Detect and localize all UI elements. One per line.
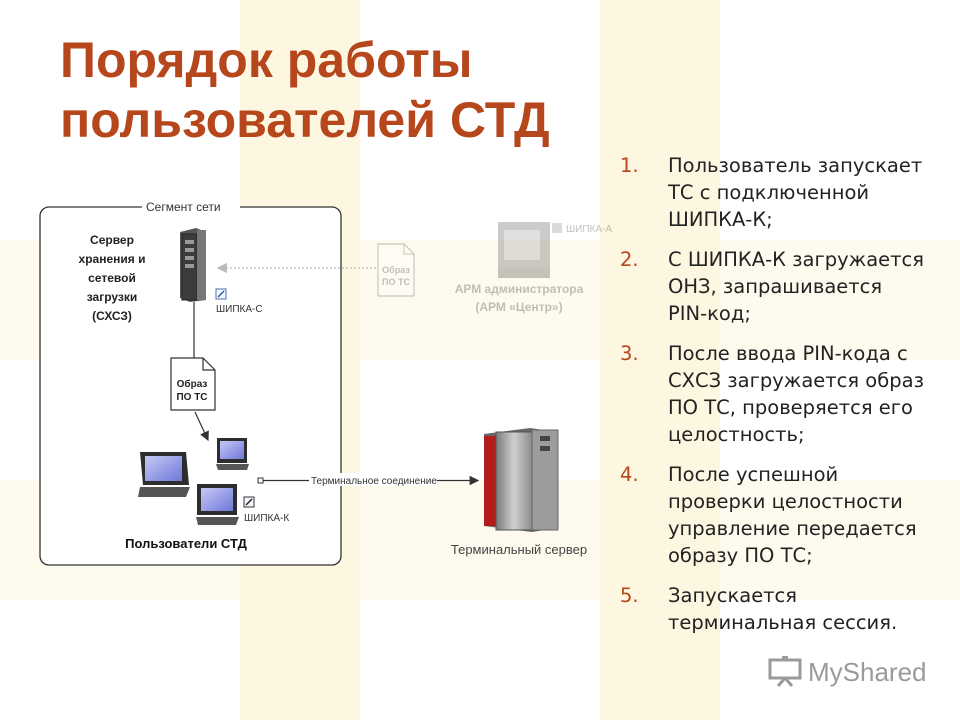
storage-server-icon [180,228,206,302]
terminal-connection-label: Терминальное соединение [311,476,437,487]
step-line: целостность; [668,423,805,446]
step-line: Пользователь запускает [668,154,923,177]
image-doc-line: Образ [177,378,208,390]
step-line: PIN-код; [668,302,751,325]
shipka-k-label: ШИПКА-К [244,513,289,524]
step-text: Запускается терминальная сессия. [668,582,950,636]
step-item: 2. С ШИПКА-К загружается ОНЗ, запрашивае… [620,246,950,327]
step-number: 3. [620,342,639,365]
server-label-line: (СХСЗ) [92,309,132,323]
step-line: После успешной [668,463,839,486]
image-document-fold [202,358,215,371]
faded-image-document-icon [377,243,415,297]
image-to-users-arrow [194,411,209,442]
step-number: 1. [620,154,639,177]
image-document-icon [170,357,216,411]
admin-label: АРМ администратора (АРМ «Центр») [455,282,584,314]
title-line: пользователей СТД [60,92,550,148]
admin-computer-icon [498,222,550,278]
faded-image-doc-line: Образ [382,265,410,275]
admin-label-line: АРМ администратора [455,282,584,296]
image-document-label: Образ ПО ТС [176,378,207,403]
step-line: терминальная сессия. [668,611,898,634]
server-label-line: хранения и [79,252,146,266]
shipka-a-icon [552,223,562,233]
users-label: Пользователи СТД [125,536,247,551]
user-computer-icon [216,438,249,470]
step-item: 3. После ввода PIN-кода с СХСЗ загружает… [620,340,950,448]
presentation-icon [768,656,802,687]
step-item: 5. Запускается терминальная сессия. [620,582,950,636]
usb-key-icon [215,288,227,300]
shipka-a-label: ШИПКА-А [566,224,612,235]
server-label-line: сетевой [88,271,136,285]
step-text: После ввода PIN-кода с СХСЗ загружается … [668,340,950,448]
step-line: С ШИПКА-К загружается [668,248,924,271]
admin-workstation-group: Образ ПО ТС ШИПКА-А АРМ администратора (… [377,222,612,314]
step-number: 5. [620,584,639,607]
step-line: проверки целостности [668,490,903,513]
step-text: С ШИПКА-К загружается ОНЗ, запрашивается… [668,246,950,327]
step-number: 2. [620,248,639,271]
logo-text: MyShared [808,656,927,687]
usb-key-icon [243,496,255,508]
user-computer-icon [196,484,239,525]
segment-label-bg [142,198,240,214]
admin-label-line: (АРМ «Центр») [475,300,562,314]
page-title: Порядок работы пользователей СТД [60,30,550,150]
server-label-line: Сервер [90,233,134,247]
myshared-logo[interactable]: MyShared [768,656,927,688]
step-line: образу ПО ТС; [668,544,813,567]
step-item: 4. После успешной проверки целостности у… [620,461,950,569]
connection-label-bg [309,473,437,486]
step-line: ТС с подключенной [668,181,870,204]
step-text: После успешной проверки целостности упра… [668,461,950,569]
step-line: ШИПКА-К; [668,208,773,231]
terminal-server-icon [484,428,559,532]
step-number: 4. [620,463,639,486]
step-line: Запускается [668,584,797,607]
step-line: ОНЗ, запрашивается [668,275,883,298]
image-doc-line: ПО ТС [176,392,207,403]
title-line: Порядок работы [60,32,473,88]
server-label-line: загрузки [87,290,138,304]
faded-document-fold [403,244,414,255]
shipka-c-label: ШИПКА-С [216,304,263,315]
step-item: 1. Пользователь запускает ТС с подключен… [620,152,950,233]
steps-list: 1. Пользователь запускает ТС с подключен… [620,152,950,649]
user-computer-icon [138,452,190,497]
segment-label: Сегмент сети [146,200,221,214]
step-line: После ввода PIN-кода с [668,342,908,365]
faded-image-doc-line: ПО ТС [382,277,410,287]
step-line: управление передается [668,517,917,540]
background-stripe [600,0,720,720]
step-line: СХСЗ загружается образ [668,369,924,392]
server-label: Сервер хранения и сетевой загрузки (СХСЗ… [79,233,146,323]
terminal-server-label: Терминальный сервер [451,542,587,557]
step-line: ПО ТС, проверяется его [668,396,913,419]
step-text: Пользователь запускает ТС с подключенной… [668,152,950,233]
connection-port [257,477,264,484]
